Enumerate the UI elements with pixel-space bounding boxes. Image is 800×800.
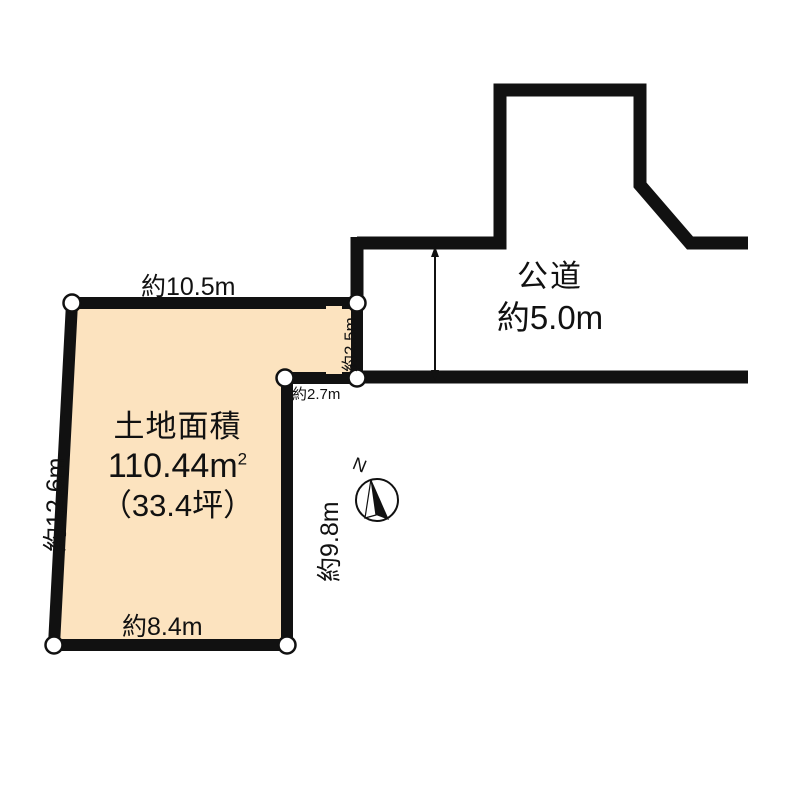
vertex-marker-top-left (62, 293, 82, 313)
road-label-block: 公道 約5.0m (440, 258, 660, 338)
dimension-label-right-lower: 約9.8m (316, 501, 344, 582)
dimension-label-notch: 約2.7m (292, 386, 341, 403)
road-width-dimension-arrow (431, 246, 439, 381)
label-backdrop-patch (326, 306, 342, 374)
vertex-marker-bottom-left (44, 635, 64, 655)
parcel-area-block: 土地面積 110.44m2 （33.4坪） (60, 408, 295, 526)
parcel-area-title: 土地面積 (113, 409, 242, 444)
parcel-area-unit: m (209, 446, 238, 485)
vertex-marker-notch-right (347, 368, 367, 388)
road-width-label: 約5.0m (496, 298, 604, 336)
compass-rose (355, 478, 399, 522)
dimension-label-right-upper: 約2.5m (341, 317, 360, 372)
parcel-area-tsubo: （33.4坪） (100, 488, 255, 524)
vertex-marker-bottom-right (277, 635, 297, 655)
road-name-label: 公道 (517, 259, 583, 294)
dimension-label-bottom: 約8.4m (122, 613, 203, 641)
road-boundary-upper (357, 83, 748, 250)
dimension-label-top: 約10.5m (141, 273, 236, 301)
parcel-vertex-markers (44, 293, 367, 655)
vertex-marker-top-right (347, 293, 367, 313)
parcel-area-value: 110.44m2 (60, 446, 295, 487)
parcel-area-exponent: 2 (237, 449, 248, 469)
vertex-marker-notch-left (275, 368, 295, 388)
parcel-area-number: 110.44 (107, 446, 210, 485)
